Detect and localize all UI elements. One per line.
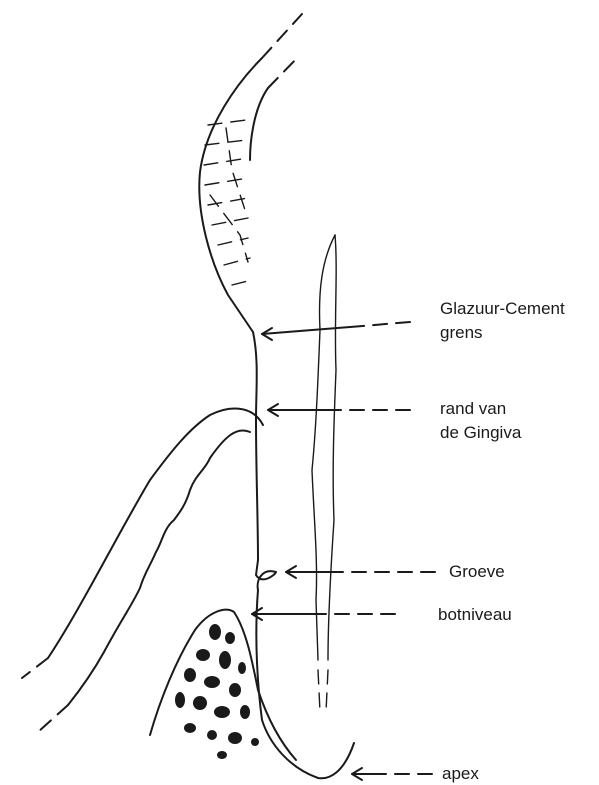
enamel-inner-line xyxy=(250,88,268,160)
label-cej-line1: Glazuur-Cement xyxy=(440,298,565,320)
pulp-canal-right xyxy=(328,235,336,660)
crown-outer-outline xyxy=(199,58,262,332)
leader-bone-level xyxy=(252,608,395,620)
gingiva-outer-outline xyxy=(48,409,263,658)
label-cej-line2: grens xyxy=(440,322,483,344)
label-apex: apex xyxy=(442,763,479,785)
leader-gingival-margin xyxy=(268,404,410,416)
label-gingiva-line2: de Gingiva xyxy=(440,422,521,444)
gingiva-outer-extension xyxy=(22,658,48,678)
pulp-canal-right-ext xyxy=(326,670,328,712)
pulp-canal-left xyxy=(312,235,335,660)
label-gingiva-line1: rand van xyxy=(440,398,506,420)
root-surface-line xyxy=(253,332,354,778)
pulp-canal-left-ext xyxy=(318,670,320,712)
gingiva-inner-extension xyxy=(38,705,68,732)
leader-groove xyxy=(286,566,435,578)
alveolar-bone-outline xyxy=(150,610,296,760)
crown-outer-extension xyxy=(262,14,302,58)
leader-apex xyxy=(352,768,432,780)
enamel-hatching xyxy=(204,120,252,285)
label-bone-level: botniveau xyxy=(438,604,512,626)
enamel-inner-extension xyxy=(268,55,300,88)
label-groove: Groeve xyxy=(449,561,505,583)
